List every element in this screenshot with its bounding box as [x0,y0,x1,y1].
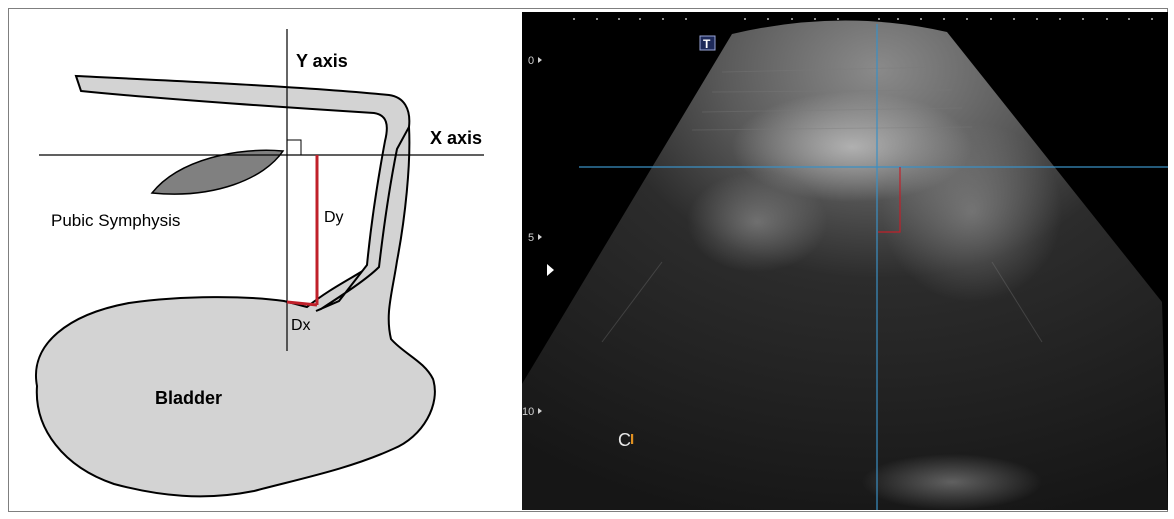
echo-region-bottom [862,454,1042,510]
pubic-symphysis-label: Pubic Symphysis [51,211,180,230]
t-marker: T [703,37,711,51]
dx-label: Dx [291,317,311,334]
schematic-svg: Y axis X axis Pubic Symphysis Dy Dx Blad… [9,9,519,511]
focus-marker [547,264,554,276]
ci-label-suffix: I [630,431,634,448]
schematic-panel: Y axis X axis Pubic Symphysis Dy Dx Blad… [9,9,519,511]
top-tick-row [573,18,1153,20]
probe-shape [76,76,409,311]
depth-tick-5 [538,234,542,240]
echo-region-right [882,122,1062,302]
ultrasound-svg: 0 5 10 T C I [522,12,1168,510]
right-angle-mark [287,140,301,155]
bladder-label: Bladder [155,388,222,408]
depth-marker-5: 5 [528,232,534,244]
depth-marker-0: 0 [528,55,534,67]
depth-marker-10: 10 [522,406,534,418]
pubic-symphysis-shape [152,150,283,194]
x-axis-label: X axis [430,128,482,148]
dy-label: Dy [324,209,344,226]
y-axis-label: Y axis [296,51,348,71]
ultrasound-panel: 0 5 10 T C I [522,12,1168,510]
echo-region-left [687,172,827,272]
depth-tick-0 [538,57,542,63]
